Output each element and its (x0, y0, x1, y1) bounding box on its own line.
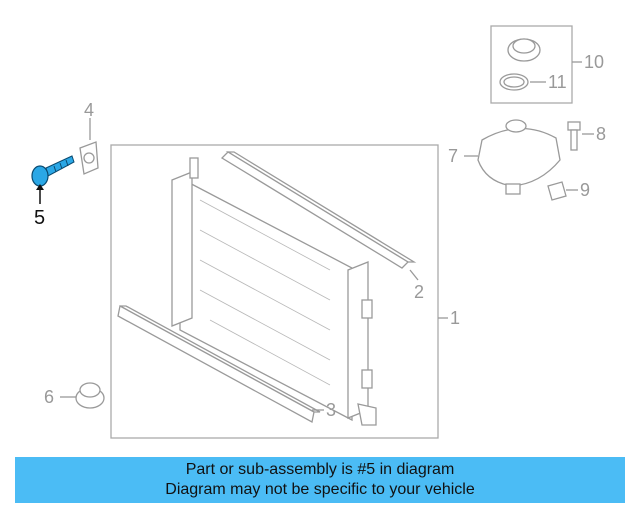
callout-4: 4 (84, 100, 94, 120)
leader-5-arrow (36, 184, 44, 190)
expansion-tank (477, 119, 561, 195)
tank-cap (507, 38, 541, 62)
callout-7: 7 (448, 146, 458, 166)
callout-2: 2 (414, 282, 424, 302)
grommet (75, 382, 105, 409)
assembly-frame (110, 144, 439, 439)
callout-8: 8 (596, 124, 606, 144)
upper-seal-strip (220, 151, 417, 269)
lower-seal-strip (117, 305, 321, 423)
callout-6: 6 (44, 387, 54, 407)
clip-nut (547, 181, 567, 201)
parts-diagram: 1 2 3 4 5 6 7 (31, 25, 606, 439)
clip-bolt (567, 121, 581, 151)
callout-9: 9 (580, 180, 590, 200)
radiator-core (171, 157, 377, 426)
callout-11: 11 (548, 72, 567, 92)
bolt-highlighted (31, 155, 75, 187)
callout-5: 5 (34, 207, 45, 229)
banner-line-2: Diagram may not be specific to your vehi… (165, 481, 475, 498)
callout-1: 1 (450, 308, 460, 328)
o-ring-seal (499, 73, 529, 91)
callout-3: 3 (326, 400, 336, 420)
info-banner: Part or sub-assembly is #5 in diagram Di… (15, 457, 625, 503)
mount-bracket (79, 141, 99, 175)
banner-line-1: Part or sub-assembly is #5 in diagram (185, 461, 455, 478)
callout-10: 10 (584, 52, 604, 72)
cap-group-box (490, 25, 573, 104)
